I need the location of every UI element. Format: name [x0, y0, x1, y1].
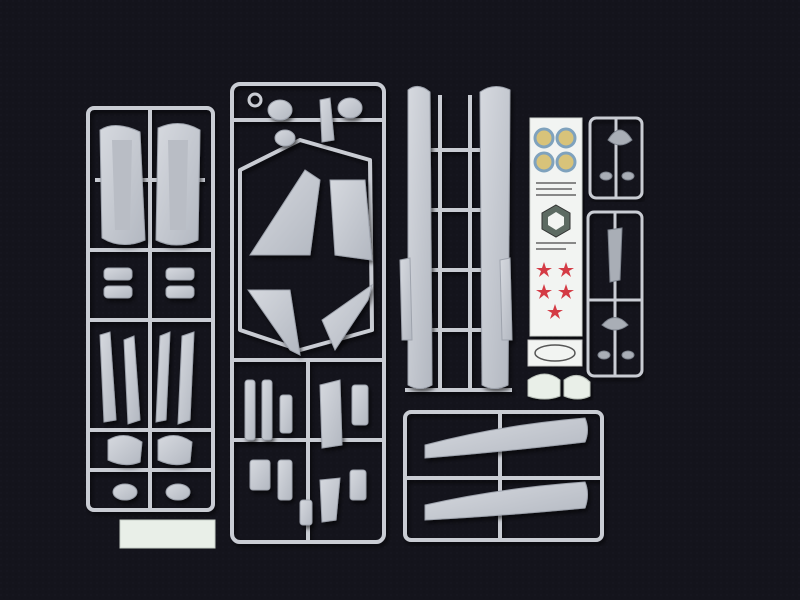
nose-cone-lower: [424, 481, 588, 521]
sprue-frame-fuselage: [405, 95, 512, 392]
sprue-left-parts: [99, 123, 201, 501]
decal-roundel-3: [533, 151, 555, 173]
wing-upper-right: [329, 179, 373, 261]
canopy-clear-parts: [527, 373, 591, 400]
decal-roundel-1: [533, 127, 555, 149]
wing-lower-left: [247, 289, 301, 356]
nose-cone-upper: [424, 417, 588, 459]
wing-lower-right: [321, 283, 373, 352]
kit-logo-label: [527, 339, 583, 367]
clear-sprue-upper-parts: [599, 129, 635, 181]
sprue-wings-parts: [244, 92, 373, 526]
wing-upper-left: [249, 169, 321, 256]
clear-sprue-lower-parts: [597, 227, 635, 360]
fuselage-half-port: [407, 86, 433, 389]
fuselage-half-starboard: [479, 86, 511, 389]
sprue-bottom-right-parts: [424, 417, 588, 521]
decal-roundel-4: [555, 151, 577, 173]
decal-red-stars: [536, 262, 574, 319]
sprue-fuselage-parts: [399, 86, 513, 389]
clear-acetate-strip: [119, 519, 216, 549]
decal-sheet: [529, 117, 583, 337]
decal-roundel-2: [555, 127, 577, 149]
